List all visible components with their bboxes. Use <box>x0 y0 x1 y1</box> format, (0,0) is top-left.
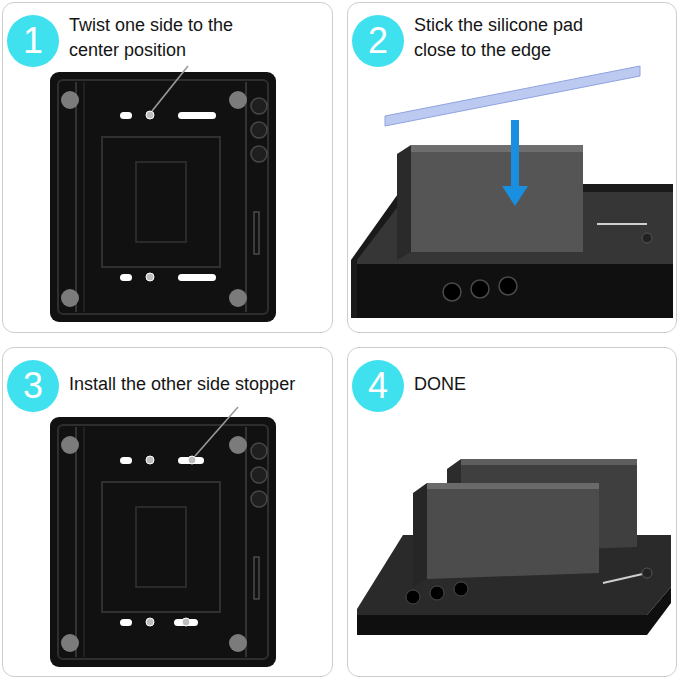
stand-bottom-view-part <box>229 436 247 454</box>
stand-bottom-view-part <box>195 407 238 456</box>
stand-finished-view-part <box>430 586 444 600</box>
stand-pad-view <box>351 66 673 318</box>
stand-bottom-view-part <box>146 111 154 119</box>
stand-bottom-view-part <box>61 634 79 652</box>
stand-finished-view-part <box>603 573 647 583</box>
step-number: 1 <box>7 15 59 67</box>
stand-bottom-view-part <box>146 618 154 626</box>
stand-bottom-view-part <box>120 112 132 119</box>
step-panel: Install the other side stopper 3 <box>2 347 333 677</box>
stand-bottom-view-part <box>229 634 247 652</box>
stand-bottom-view-part <box>174 619 198 626</box>
badge-circle-shape <box>352 360 404 412</box>
stand-bottom-view-part <box>254 212 259 254</box>
stand-finished-view-part <box>461 459 637 465</box>
stand-bottom-view-part <box>50 72 276 322</box>
stand-bottom-view-part <box>152 66 188 111</box>
badge-circle-shape <box>7 15 59 67</box>
stand-bottom-view-part <box>254 557 259 599</box>
stand-bottom-view-part <box>61 289 79 307</box>
stand-bottom-view-part <box>120 274 132 281</box>
stand-pad-view-part <box>502 186 528 206</box>
stand-bottom-view-part <box>61 91 79 109</box>
step-instruction: Twist one side to the center position <box>69 13 269 63</box>
stand-finished-view-part <box>642 568 652 578</box>
stand-pad-view-part <box>357 264 673 318</box>
stand-bottom-view-part <box>251 146 267 162</box>
stand-bottom-view-part <box>178 112 216 119</box>
stand-finished-view-part <box>413 483 427 587</box>
stand-pad-view-part <box>411 145 583 152</box>
step-number-badge: 2 <box>352 15 404 67</box>
stand-bottom-view-part <box>178 457 204 464</box>
step-instruction: Stick the silicone pad close to the edge <box>414 13 628 63</box>
stand-pad-view-part <box>499 277 517 295</box>
stand-bottom-view-part <box>229 91 247 109</box>
stand-bottom-view-part <box>245 427 247 657</box>
stand-pad-view-part <box>511 120 519 188</box>
stand-bottom-view-part <box>83 82 85 312</box>
stand-bottom-view-part <box>136 162 186 242</box>
stand-bottom-view <box>50 407 276 667</box>
stand-bottom-view-part <box>251 443 267 459</box>
stand-finished-view-part <box>427 483 599 489</box>
stand-pad-view-part <box>642 233 652 243</box>
stand-bottom-view-part <box>188 456 196 464</box>
stand-bottom-view-part <box>251 98 267 114</box>
stand-bottom-view-part <box>251 491 267 507</box>
step-number: 4 <box>352 360 404 412</box>
stand-bottom-view-part <box>146 273 154 281</box>
stand-bottom-view-part <box>136 507 186 587</box>
stand-bottom-view-part <box>83 427 85 657</box>
step-instruction: Install the other side stopper <box>69 372 327 397</box>
step-number-badge: 1 <box>7 15 59 67</box>
stand-bottom-view-part <box>102 137 220 267</box>
step-number-badge: 3 <box>7 360 59 412</box>
stand-bottom-view-part <box>120 619 132 626</box>
stand-bottom-view-part <box>251 122 267 138</box>
badge-circle-shape <box>7 360 59 412</box>
stand-bottom-view-part <box>75 82 77 312</box>
stand-finished-view <box>357 459 671 635</box>
step-number: 3 <box>7 360 59 412</box>
stand-pad-view-part <box>385 66 640 126</box>
stand-finished-view-part <box>357 587 671 635</box>
stand-finished-view-part <box>454 582 468 596</box>
badge-circle-shape <box>352 15 404 67</box>
stand-bottom-view-part <box>75 427 77 657</box>
stand-bottom-view-part <box>182 618 190 626</box>
stand-bottom-view-part <box>58 80 268 314</box>
stand-finished-view-part <box>406 590 420 604</box>
stand-pad-view-part <box>443 283 461 301</box>
stand-pad-view-part <box>597 223 647 225</box>
stand-bottom-view-part <box>58 425 268 659</box>
step-panel: DONE 4 <box>347 347 677 677</box>
step-number: 2 <box>352 15 404 67</box>
stand-bottom-view-part <box>245 82 247 312</box>
stand-pad-view-part <box>471 280 489 298</box>
stand-bottom-view-part <box>146 456 154 464</box>
step-panel: Stick the silicone pad close to the edge… <box>347 2 677 333</box>
stand-pad-view-part <box>411 145 583 252</box>
step-panel: Twist one side to the center position1 <box>2 2 333 333</box>
stand-pad-view-part <box>397 145 411 260</box>
step-number-badge: 4 <box>352 360 404 412</box>
stand-bottom-view-part <box>120 457 132 464</box>
stand-bottom-view-part <box>251 467 267 483</box>
stand-bottom-view-part <box>61 436 79 454</box>
stand-bottom-view-part <box>102 482 220 612</box>
stand-bottom-view <box>50 66 276 322</box>
stand-bottom-view-part <box>229 289 247 307</box>
stand-bottom-view-part <box>178 274 216 281</box>
step-instruction: DONE <box>414 372 654 397</box>
stand-bottom-view-part <box>50 417 276 667</box>
stand-finished-view-part <box>427 483 599 579</box>
